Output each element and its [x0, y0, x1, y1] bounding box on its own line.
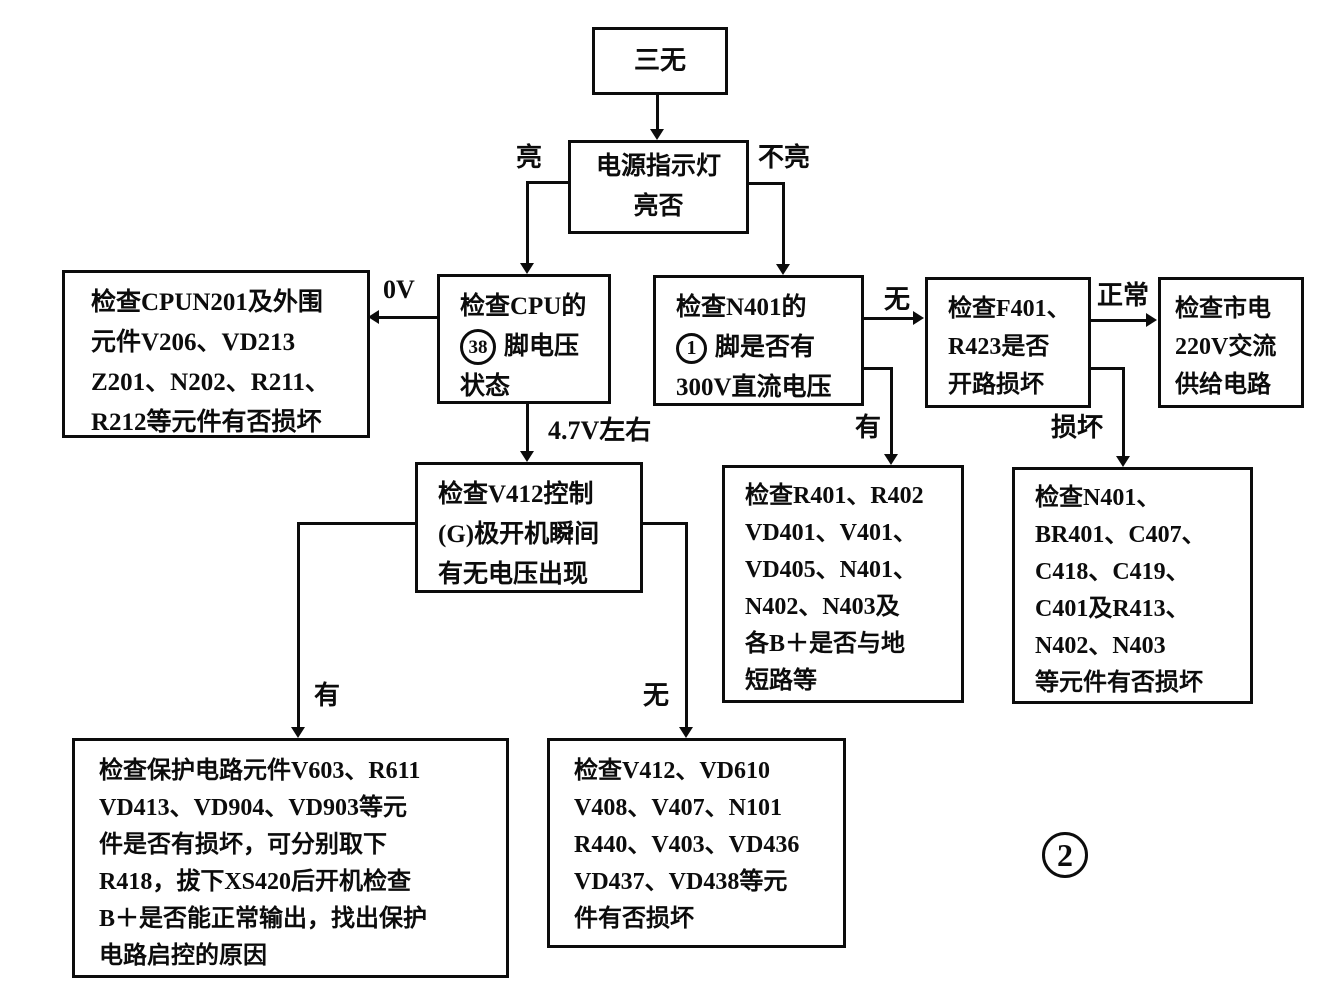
flow-line	[526, 181, 529, 264]
arrow-down-icon	[884, 454, 898, 465]
node-cpun201-peripherals-check: 检查CPUN201及外围 元件V206、VD213 Z201、N202、R211…	[62, 270, 370, 438]
node-mains-label: 检查市电 220V交流 供给电路	[1175, 296, 1277, 398]
flow-line	[890, 367, 893, 455]
node-n401-pin1-check: 检查N401的 1 脚是否有 300V直流电压	[653, 275, 864, 406]
arrow-down-icon	[1116, 456, 1130, 467]
node-v412-group-check: 检查V412、VD610 V408、V407、N101 R440、V403、VD…	[547, 738, 846, 948]
node-n401-group-label: 检查N401、 BR401、C407、 C418、C419、 C401及R413…	[1035, 485, 1206, 696]
flow-line	[643, 522, 688, 525]
arrow-down-icon	[520, 263, 534, 274]
node-three-none-label: 三无	[633, 46, 686, 75]
arrow-right-icon	[1146, 313, 1157, 327]
node-cpu-line1: 检查CPU的	[460, 293, 587, 320]
flow-line	[864, 367, 893, 370]
arrow-down-icon	[520, 451, 534, 462]
flow-line	[298, 522, 415, 525]
node-r401-group-check: 检查R401、R402 VD401、V401、 VD405、N401、 N402…	[722, 465, 964, 703]
node-protection-label: 检查保护电路元件V603、R611 VD413、VD904、VD903等元 件是…	[99, 758, 428, 969]
node-n401-line3: 300V直流电压	[676, 374, 832, 401]
flow-line	[297, 522, 300, 728]
arrow-down-icon	[776, 264, 790, 275]
node-v412-group-label: 检查V412、VD610 V408、V407、N101 R440、V403、VD…	[574, 758, 800, 932]
flow-line	[526, 404, 529, 452]
flow-line	[685, 522, 688, 728]
flow-line	[1122, 367, 1125, 457]
node-cpu-pin38-check: 检查CPU的 38 脚电压 状态	[437, 274, 611, 404]
node-v412-label: 检查V412控制 (G)极开机瞬间 有无电压出现	[438, 481, 600, 588]
node-f401-r423-check: 检查F401、 R423是否 开路损坏	[925, 277, 1091, 408]
circled-pin-1: 1	[676, 332, 707, 364]
edge-label-none: 无	[884, 285, 911, 314]
node-n401-line1: 检查N401的	[676, 294, 807, 321]
arrow-down-icon	[291, 727, 305, 738]
arrow-right-icon	[913, 311, 924, 325]
edge-label-damaged: 损坏	[1051, 413, 1104, 442]
node-cpun201-label: 检查CPUN201及外围 元件V206、VD213 Z201、N202、R211…	[91, 289, 330, 436]
edge-label-normal: 正常	[1097, 281, 1150, 310]
edge-label-lit: 亮	[516, 143, 543, 172]
flow-line	[1091, 367, 1125, 370]
edge-label-no-voltage: 无	[643, 681, 670, 710]
node-n401-line2-text: 脚是否有	[715, 334, 816, 361]
flow-line	[782, 182, 785, 265]
arrow-down-icon	[650, 129, 664, 140]
node-protection-circuit-check: 检查保护电路元件V603、R611 VD413、VD904、VD903等元 件是…	[72, 738, 509, 978]
node-cpu-line2: 38 脚电压	[460, 327, 600, 367]
flow-line	[379, 316, 437, 319]
node-cpu-line2-text: 脚电压	[504, 333, 580, 360]
edge-label-0v: 0V	[383, 275, 415, 304]
arrow-down-icon	[679, 727, 693, 738]
edge-label-4.7v: 4.7V左右	[548, 416, 652, 445]
figure-number-badge: 2	[1042, 832, 1088, 878]
edge-label-not-lit: 不亮	[758, 143, 811, 172]
edge-label-has-voltage: 有	[314, 681, 341, 710]
node-power-indicator-label: 电源指示灯 亮否	[595, 153, 721, 220]
node-v412-gate-check: 检查V412控制 (G)极开机瞬间 有无电压出现	[415, 462, 643, 593]
node-r401-group-label: 检查R401、R402 VD401、V401、 VD405、N401、 N402…	[745, 483, 924, 694]
node-f401-label: 检查F401、 R423是否 开路损坏	[948, 296, 1071, 398]
figure-number: 2	[1057, 836, 1073, 873]
arrow-left-icon	[368, 310, 379, 324]
flow-line	[748, 182, 785, 185]
node-three-none: 三无	[592, 27, 728, 95]
flow-line	[656, 95, 659, 132]
node-n401-line2: 1 脚是否有	[676, 328, 853, 368]
node-power-indicator-check: 电源指示灯 亮否	[568, 140, 749, 234]
node-n401-group-check: 检查N401、 BR401、C407、 C418、C419、 C401及R413…	[1012, 467, 1253, 704]
circled-pin-38: 38	[460, 329, 496, 365]
node-mains-supply-check: 检查市电 220V交流 供给电路	[1158, 277, 1304, 408]
edge-label-has-300v: 有	[855, 413, 882, 442]
flow-line	[527, 181, 568, 184]
flow-line	[864, 317, 914, 320]
node-cpu-line3: 状态	[460, 373, 511, 400]
flow-line	[1091, 319, 1146, 322]
